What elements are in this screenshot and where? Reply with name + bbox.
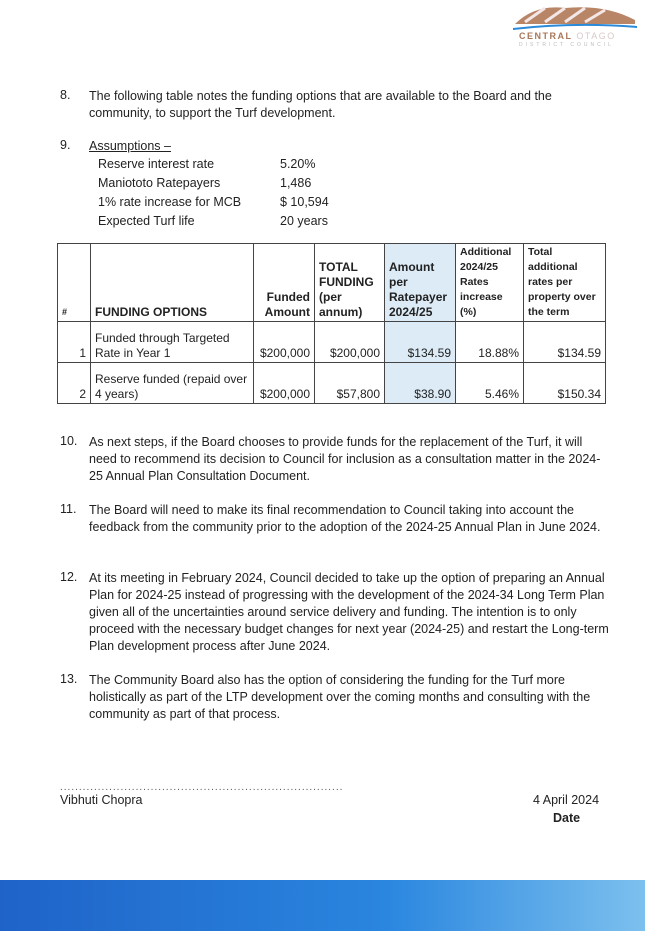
para-number: 10.: [60, 434, 78, 448]
assumption-row: 1% rate increase for MCB$ 10,594: [98, 195, 329, 209]
date-label: Date: [553, 811, 581, 825]
assumptions-heading: Assumptions –: [89, 139, 171, 153]
footer-band: [0, 880, 645, 931]
para-number: 8.: [60, 88, 71, 102]
paragraph-11: The Board will need to make its final re…: [89, 503, 601, 534]
table-header-row: # FUNDING OPTIONS Funded Amount TOTAL FU…: [57, 243, 606, 322]
signature-line: ........................................…: [60, 782, 344, 793]
council-logo: CENTRAL OTAGO DISTRICT COUNCIL: [505, 2, 640, 50]
mountain-logo-icon: [512, 6, 638, 30]
signature-date: 4 April 2024: [533, 793, 600, 807]
para-number: 11.: [60, 502, 77, 516]
para-number: 9.: [60, 138, 71, 152]
para-number: 13.: [60, 672, 78, 686]
signatory-name: Vibhuti Chopra: [60, 793, 143, 807]
funding-options-table: # FUNDING OPTIONS Funded Amount TOTAL FU…: [57, 243, 606, 404]
para-number: 12.: [60, 570, 78, 584]
paragraph-8: The following table notes the funding op…: [89, 89, 552, 120]
paragraph-13: The Community Board also has the option …: [89, 673, 591, 721]
paragraph-12: At its meeting in February 2024, Council…: [89, 571, 609, 653]
paragraph-10: As next steps, if the Board chooses to p…: [89, 435, 601, 483]
